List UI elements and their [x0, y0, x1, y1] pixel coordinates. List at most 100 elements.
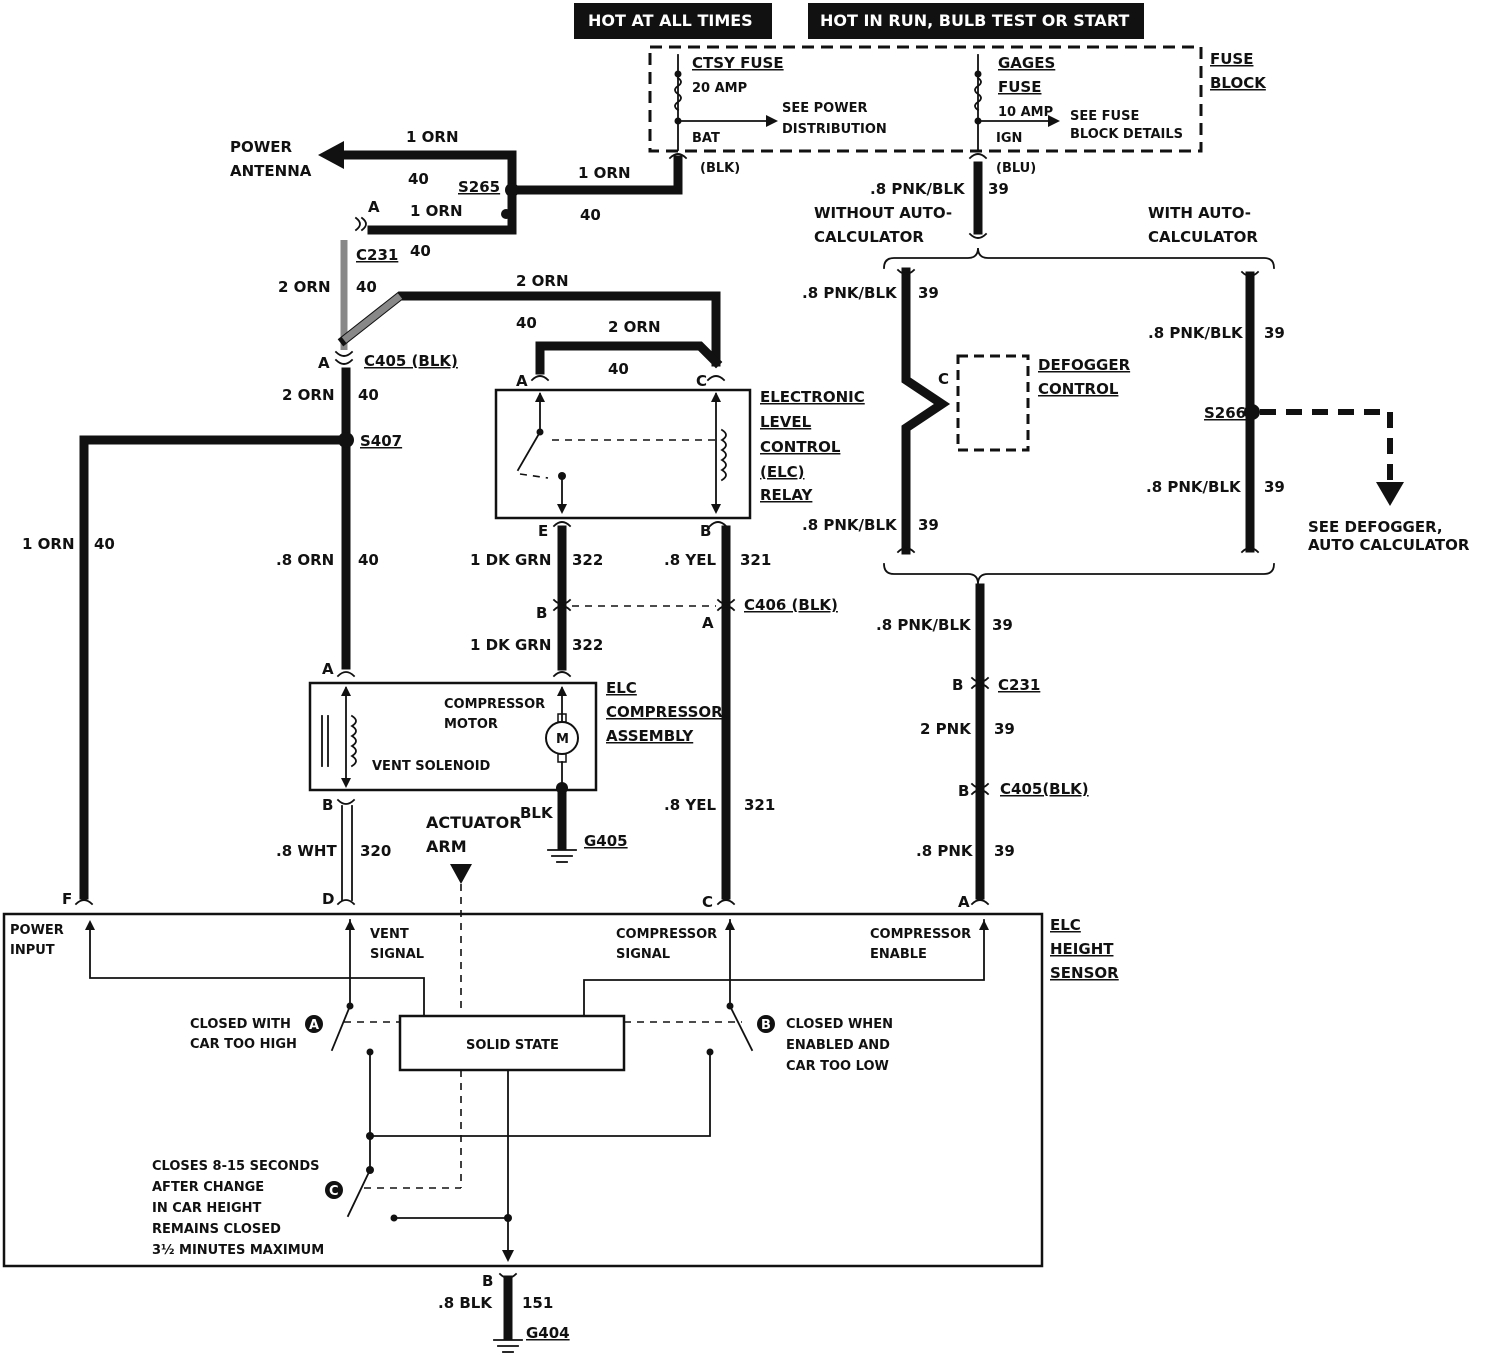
g404-label: G404: [526, 1324, 570, 1342]
power-input-2: INPUT: [10, 943, 55, 958]
relay-wire-40-inner: 40: [608, 360, 629, 378]
sensor-pin-d: D: [322, 890, 334, 908]
c406-label: C406 (BLK): [744, 596, 838, 614]
c231-pin-a: A: [368, 198, 380, 216]
solid-state-label: SOLID STATE: [466, 1038, 559, 1053]
wire-40-label: 40: [356, 278, 377, 296]
compressor-signal-1: COMPRESSOR: [616, 927, 717, 942]
wht-label: .8 WHT: [276, 842, 337, 860]
orn-wire-fuse-to-s265: [507, 155, 683, 195]
closed-high-2: CAR TOO HIGH: [190, 1037, 297, 1052]
pnkblk-top-label: .8 PNK/BLK: [870, 180, 966, 198]
relay-coil-icon: [720, 428, 727, 482]
wire-39-label: 39: [918, 516, 939, 534]
closes-5: 3½ MINUTES MAXIMUM: [152, 1243, 324, 1258]
orn-wire-s265-to-c231: [367, 185, 517, 235]
dashed-wire-to-defogger: [1260, 409, 1393, 480]
defogger-name-2: CONTROL: [1038, 380, 1119, 398]
pnkblk-low-label: .8 PNK/BLK: [876, 616, 972, 634]
dkgrn-label-2: 1 DK GRN: [470, 636, 551, 654]
see-fuse-1: SEE FUSE: [1070, 109, 1139, 124]
orn-wire-s407-to-sensor-f: [79, 435, 345, 900]
relay-name-4: (ELC): [760, 463, 805, 481]
switch-a-badge: [305, 1015, 323, 1033]
gages-amp: 10 AMP: [998, 105, 1053, 120]
arrow-right-icon: [1048, 115, 1060, 127]
elc-relay-box: [494, 388, 752, 520]
closed-high-1: CLOSED WITH: [190, 1017, 291, 1032]
relay-name-2: LEVEL: [760, 413, 812, 431]
see-defogger-2: AUTO CALCULATOR: [1308, 536, 1470, 554]
sensor-pin-a: A: [958, 893, 970, 911]
blk-label: BLK: [520, 804, 554, 822]
wire-39-label: 39: [1264, 478, 1285, 496]
gages-fuse-icon: [974, 76, 982, 112]
s265-label: S265: [458, 178, 500, 196]
yel-label-2: .8 YEL: [664, 796, 716, 814]
fuse-block-outline: [648, 45, 1203, 153]
pnkblk-l2-label: .8 PNK/BLK: [802, 516, 898, 534]
wire-39-label: 39: [988, 180, 1009, 198]
wire-320-label: 320: [360, 842, 391, 860]
arrow-right-icon: [766, 115, 778, 127]
wire-322-label: 322: [572, 551, 603, 569]
c406-pin-a: A: [702, 614, 714, 632]
elc-height-sensor-box: [2, 912, 1044, 1268]
assembly-name-2: COMPRESSOR: [606, 703, 723, 721]
c405-right-label: C405(BLK): [1000, 780, 1089, 798]
wire-39-label: 39: [994, 842, 1015, 860]
closes-1: CLOSES 8-15 SECONDS: [152, 1159, 319, 1174]
assembly-name-3: ASSEMBLY: [606, 727, 694, 745]
wire-40-label: 40: [408, 170, 429, 188]
switch-b-arm: [728, 1004, 754, 1052]
switch-b-letter: B: [761, 1018, 771, 1033]
vent-solenoid-coil-icon: [350, 714, 357, 768]
without-auto-1: WITHOUT AUTO-: [814, 204, 952, 222]
blk-connector-label: (BLK): [700, 161, 740, 176]
actuator-label-2: ARM: [426, 837, 467, 856]
orn1-left-label: 1 ORN: [22, 535, 75, 553]
orn1-top-label: 1 ORN: [406, 128, 459, 146]
relay-pin-e: E: [538, 522, 548, 540]
pnk2-label: 2 PNK: [920, 720, 972, 738]
orn-wire-to-antenna: [333, 150, 517, 195]
c231-label: C231: [356, 246, 398, 264]
hot-at-all-times-text: HOT AT ALL TIMES: [588, 11, 753, 30]
relay-pin-b: B: [700, 522, 711, 540]
sensor-name-3: SENSOR: [1050, 964, 1119, 982]
c406-pin-b: B: [536, 604, 547, 622]
pnkblk-r1-label: .8 PNK/BLK: [1148, 324, 1244, 342]
vent-signal-2: SIGNAL: [370, 947, 424, 962]
gages-label-2: FUSE: [998, 78, 1041, 96]
hot-in-run-box: [808, 3, 1144, 39]
defogger-control-box: [956, 354, 1030, 452]
s266-label: S266: [1204, 404, 1246, 422]
power-antenna-arrow-icon: [318, 141, 344, 169]
pnkblk-r2-label: .8 PNK/BLK: [1146, 478, 1242, 496]
compressor-enable-1: COMPRESSOR: [870, 927, 971, 942]
elc-compressor-box: [308, 681, 598, 792]
compressor-pin-a: A: [322, 660, 334, 678]
connector-icon: [668, 153, 688, 160]
connector-c231-icon: [354, 216, 367, 232]
c231-right-label: C231: [998, 676, 1040, 694]
top-brace: [883, 247, 1275, 269]
ctsy-fuse-icon: [674, 76, 682, 112]
wire-321-label-2: 321: [744, 796, 775, 814]
see-power-1: SEE POWER: [782, 101, 867, 116]
ign-label: IGN: [996, 131, 1022, 146]
wire-40-label: 40: [358, 386, 379, 404]
sensor-pin-c: C: [702, 893, 713, 911]
hot-at-all-times-box: [574, 3, 772, 39]
with-auto-2: CALCULATOR: [1148, 228, 1258, 246]
closes-3: IN CAR HEIGHT: [152, 1201, 262, 1216]
actuator-arrow-icon: [450, 864, 472, 884]
relay-name-3: CONTROL: [760, 438, 841, 456]
dkgrn-label-1: 1 DK GRN: [470, 551, 551, 569]
blk8-label: .8 BLK: [438, 1294, 493, 1312]
switch-c-badge: [325, 1181, 343, 1199]
sensor-name-1: ELC: [1050, 916, 1081, 934]
wire-39-label: 39: [1264, 324, 1285, 342]
